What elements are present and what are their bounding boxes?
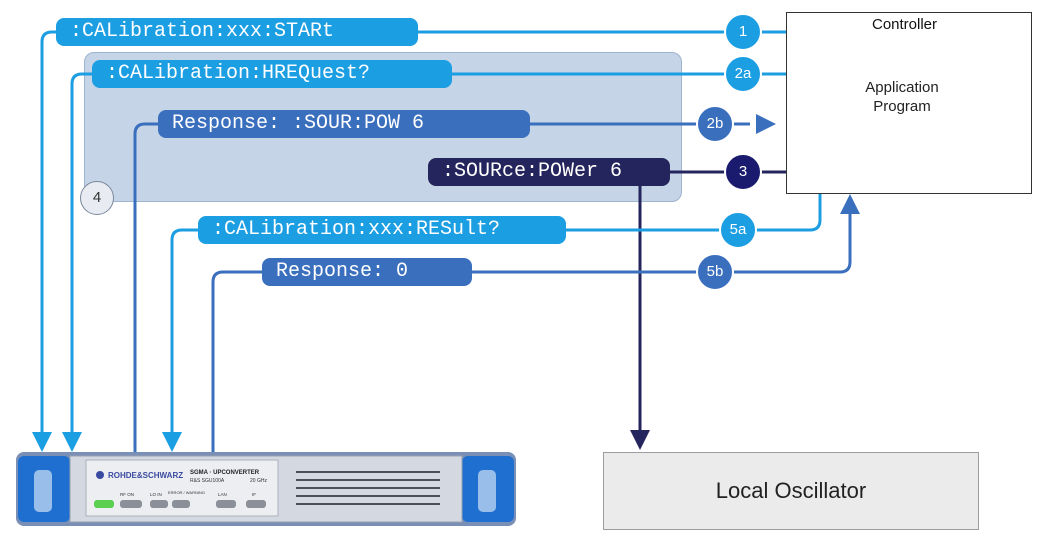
application-program-label: Application Program <box>842 78 962 116</box>
command-source-power: :SOURce:POWer 6 <box>428 158 670 186</box>
device-model-sub: R&S SGU100A <box>190 478 225 484</box>
command-response-pow: Response: :SOUR:POW 6 <box>158 110 530 138</box>
command-cal-hrequest: :CALibration:HREQuest? <box>92 60 452 88</box>
arrowhead-step-3 <box>630 430 650 450</box>
device-btn-lo-in: LO IN <box>150 492 162 497</box>
device-model: SGMA · UPCONVERTER <box>190 470 260 476</box>
device-btn-error: ERROR / WARNING <box>168 490 205 495</box>
app-label-line-2: Program <box>873 98 931 115</box>
controller-box <box>786 12 1032 194</box>
command-cal-start: :CALibration:xxx:STARt <box>56 18 418 46</box>
local-oscillator-label: Local Oscillator <box>715 478 867 503</box>
command-response-zero: Response: 0 <box>262 258 472 286</box>
step-5a-badge: 5a <box>719 211 757 249</box>
device-sgma-upconverter: ROHDE&SCHWARZ SGMA · UPCONVERTER R&S SGU… <box>16 452 516 526</box>
local-oscillator-box <box>603 452 979 530</box>
step-5b-badge: 5b <box>696 253 734 291</box>
arrowhead-step-5a <box>162 432 182 452</box>
line-step-1 <box>40 30 786 432</box>
line-step-5b <box>211 214 852 452</box>
arrowhead-step-1 <box>32 432 52 452</box>
controller-title: Controller <box>872 16 938 33</box>
step-4-badge: 4 <box>80 181 114 215</box>
device-btn-lan: LAN <box>218 492 227 497</box>
arrowhead-step-2b <box>756 114 776 134</box>
step-1-badge: 1 <box>724 13 762 51</box>
command-cal-result: :CALibration:xxx:RESult? <box>198 216 566 244</box>
device-btn-if: IF <box>252 492 256 497</box>
device-freq: 20 GHz <box>250 478 267 484</box>
arrowhead-step-5b <box>840 194 860 214</box>
device-brand: ROHDE&SCHWARZ <box>108 471 183 480</box>
line-step-2a <box>70 72 786 432</box>
line-step-3 <box>638 170 786 430</box>
app-label-line-1: Application <box>865 79 939 96</box>
step-3-badge: 3 <box>724 153 762 191</box>
line-step-2b <box>133 122 750 452</box>
arrowhead-step-2a <box>62 432 82 452</box>
device-btn-rf-on: RF ON <box>120 492 134 497</box>
step-2b-badge: 2b <box>696 105 734 143</box>
step-2a-badge: 2a <box>724 55 762 93</box>
